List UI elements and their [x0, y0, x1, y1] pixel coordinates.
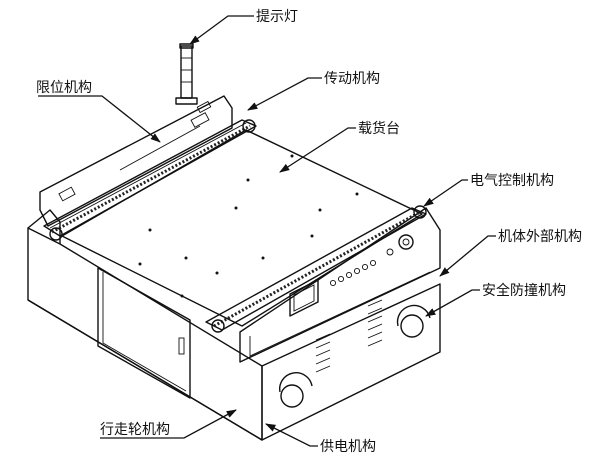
- label-transmission-mechanism: 传动机构: [324, 71, 380, 87]
- label-body-exterior-mechanism: 机体外部机构: [498, 229, 582, 245]
- indicator-light-tower: [175, 43, 198, 105]
- leader-lines: [38, 15, 496, 447]
- label-limit-mechanism: 限位机构: [36, 80, 92, 96]
- front-vent-left: [315, 333, 331, 373]
- label-anti-collision-mechanism: 安全防撞机构: [482, 282, 566, 299]
- control-buttons: [329, 259, 377, 287]
- label-loading-platform: 载货台: [358, 120, 400, 137]
- label-electrical-control-mechanism: 电气控制机构: [470, 173, 554, 189]
- limit-mechanism-panel: [39, 95, 233, 227]
- label-power-supply-mechanism: 供电机构: [320, 439, 376, 455]
- label-walking-wheel-mechanism: 行走轮机构: [100, 422, 170, 438]
- front-vent-right: [367, 299, 383, 347]
- label-indicator-light: 提示灯: [256, 9, 298, 25]
- platform-bolts: [138, 154, 359, 298]
- conveyor-left: [43, 119, 257, 241]
- conveyor-right: [205, 205, 427, 333]
- machine-drawing: [27, 43, 441, 441]
